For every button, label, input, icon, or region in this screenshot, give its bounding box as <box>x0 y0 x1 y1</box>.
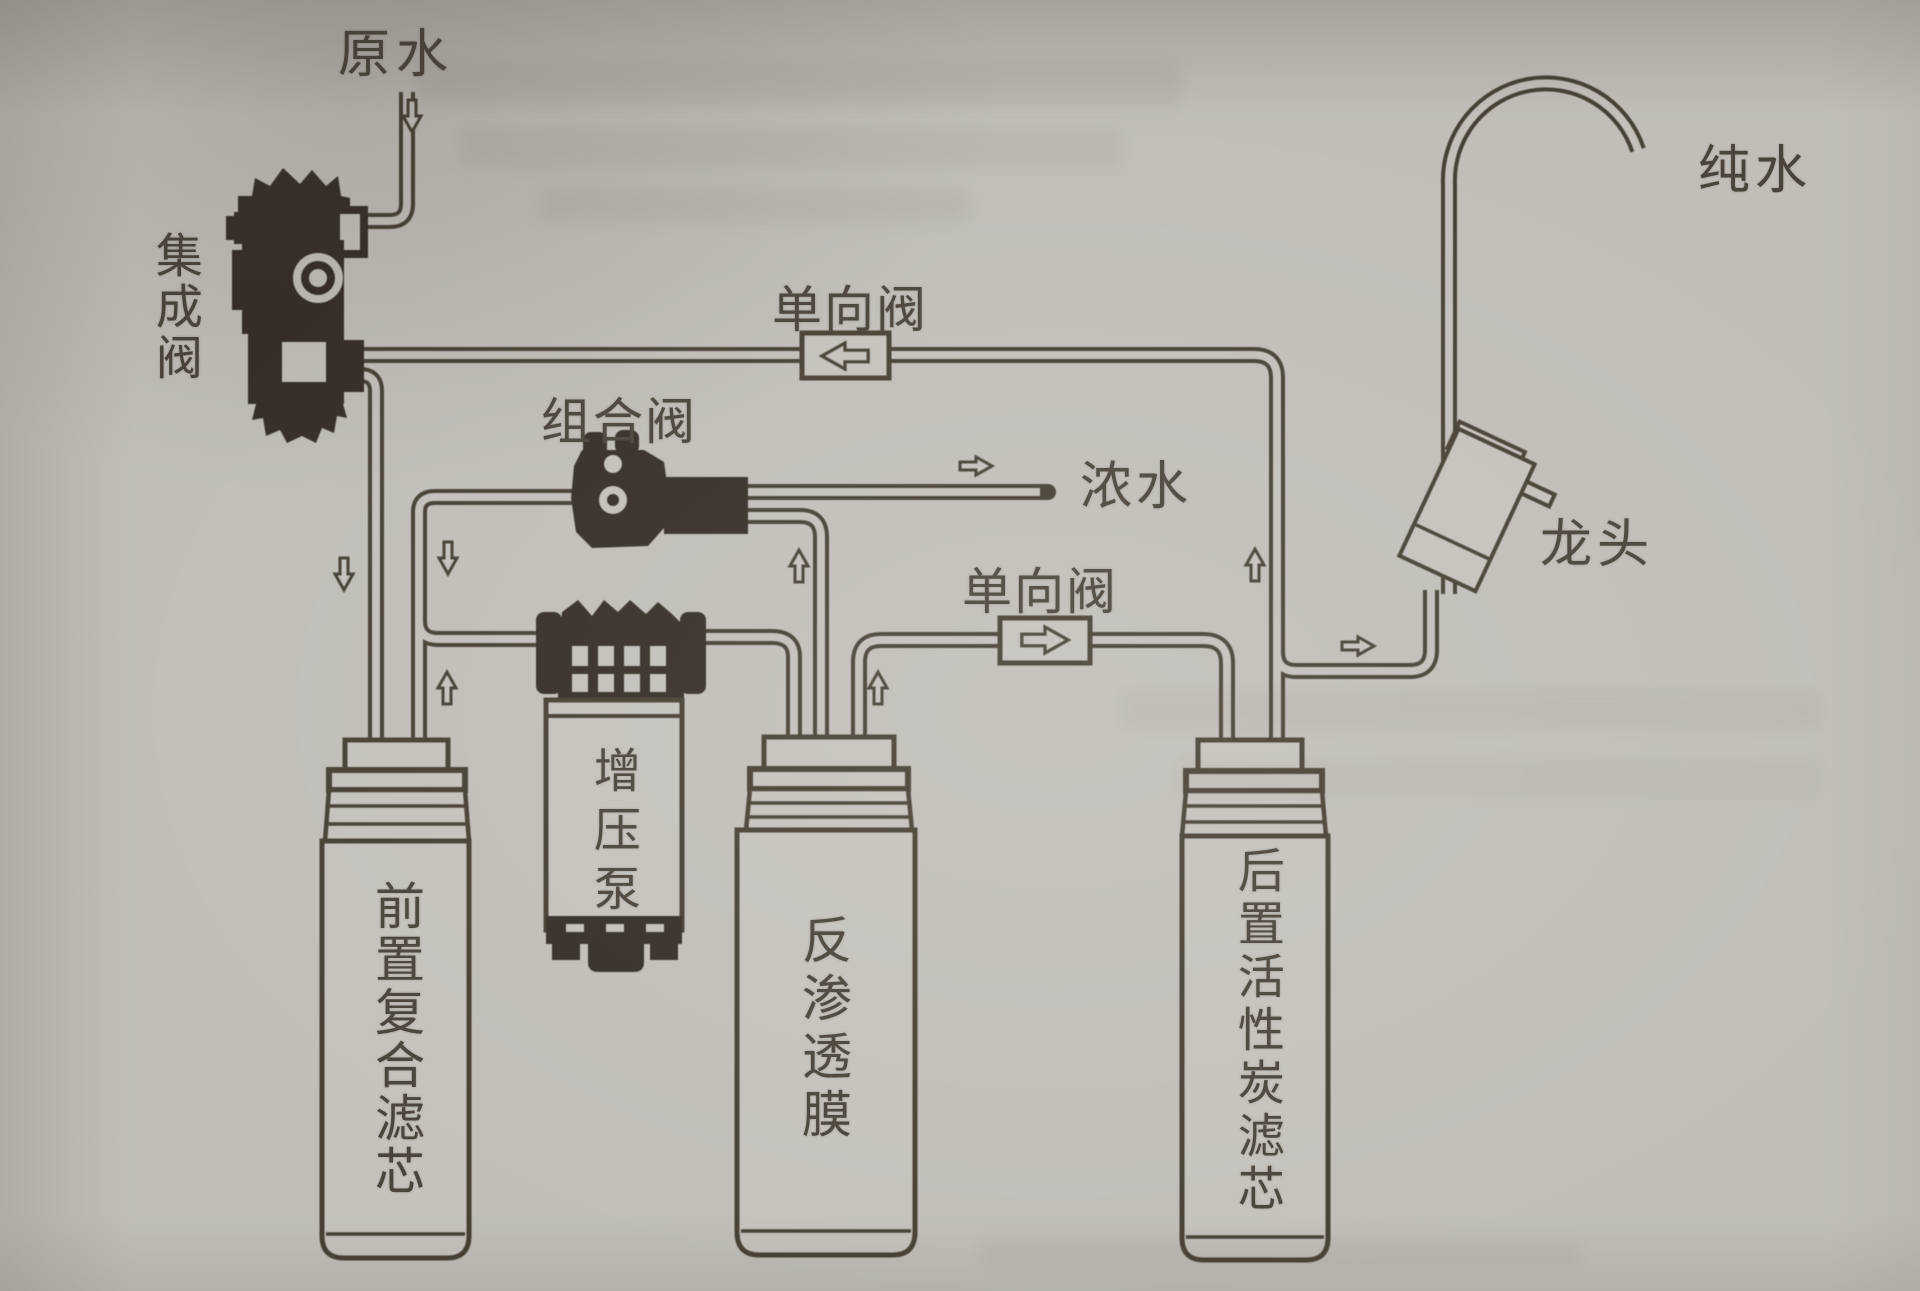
ro-membrane-cartridge <box>734 734 918 1258</box>
ro-concentrate-arrow-icon <box>788 548 810 584</box>
faucet-body <box>1396 426 1538 594</box>
faucet <box>1396 418 1558 594</box>
label-faucet: 龙头 <box>1540 515 1655 575</box>
prefilter-cartridge <box>319 737 472 1261</box>
valve-to-prefilter-arrow-icon <box>333 556 355 592</box>
ro-permeate-arrow-icon <box>867 670 889 706</box>
integrated-valve <box>226 168 368 443</box>
booster-pump <box>536 600 706 972</box>
label-raw-water: 原水 <box>338 25 455 85</box>
label-ro-membrane: 反渗透膜 <box>794 914 852 1146</box>
combination-valve <box>571 430 748 548</box>
label-pure-water: 纯水 <box>1698 141 1813 201</box>
check-valve-top <box>799 330 892 381</box>
post-carbon-cartridge <box>1179 737 1331 1263</box>
label-check-valve-top: 单向阀 <box>772 281 928 339</box>
check-valve-mid <box>997 615 1093 666</box>
combination-valve-return-arrow-icon <box>437 540 459 576</box>
label-check-valve-mid: 单向阀 <box>962 563 1118 621</box>
label-post-carbon: 后置活性炭滤芯 <box>1228 846 1284 1217</box>
concentrate-drain-arrow-icon <box>958 455 994 477</box>
label-integrated-valve: 集成阀 <box>146 231 202 384</box>
label-prefilter: 前置复合滤芯 <box>367 880 425 1198</box>
pipes-inner <box>344 79 1644 748</box>
prefilter-outlet-arrow-icon <box>436 670 458 706</box>
label-booster-pump: 增压泵 <box>584 746 640 923</box>
flow-arrows <box>333 98 1376 706</box>
faucet-feed-arrow-icon <box>1340 635 1376 657</box>
post-carbon-outlet-arrow-icon <box>1244 547 1266 583</box>
label-concentrate: 浓水 <box>1080 457 1193 517</box>
label-combination-valve: 组合阀 <box>541 393 697 451</box>
